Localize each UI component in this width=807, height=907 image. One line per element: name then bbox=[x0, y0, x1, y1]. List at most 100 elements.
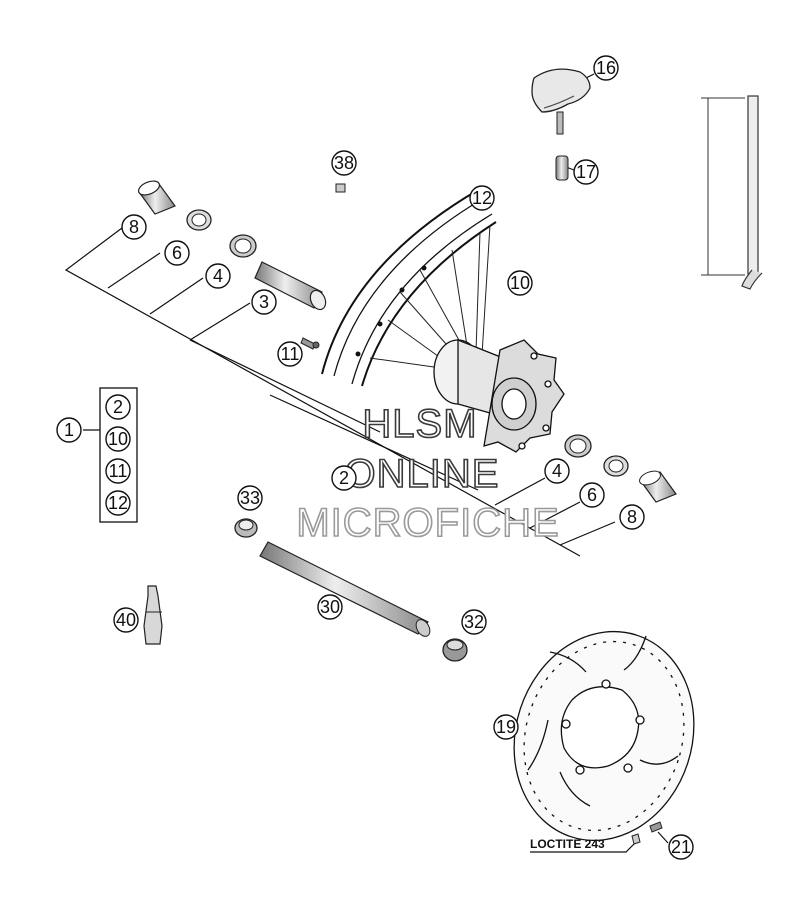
bearing-4-right bbox=[564, 434, 592, 458]
callout-circle bbox=[593, 55, 619, 81]
group-box-circle bbox=[105, 490, 131, 516]
callout-c12: 12 bbox=[469, 185, 495, 211]
callout-number: 3 bbox=[259, 292, 269, 312]
callout-number: 21 bbox=[671, 837, 691, 857]
callout-circle bbox=[205, 263, 231, 289]
callout-number: 17 bbox=[576, 162, 596, 182]
watermark-line-1: HLSM bbox=[362, 402, 477, 446]
dimension-tool bbox=[701, 95, 763, 290]
group-box-circle bbox=[105, 458, 131, 484]
callout-circle bbox=[331, 465, 357, 491]
callout-circle bbox=[469, 185, 495, 211]
valve-nut-17 bbox=[555, 155, 569, 181]
loctite-label: LOCTITE 243 bbox=[530, 837, 605, 851]
callout-c17: 17 bbox=[573, 159, 599, 185]
callout-c33: 33 bbox=[237, 485, 263, 511]
callout-circle bbox=[493, 714, 519, 740]
callout-circle bbox=[113, 607, 139, 633]
callout-c16: 16 bbox=[593, 55, 619, 81]
distance-tube-3 bbox=[254, 261, 327, 311]
callout-c4a: 4 bbox=[205, 263, 231, 289]
group-box-number: 10 bbox=[108, 429, 128, 449]
callout-number: 6 bbox=[172, 243, 182, 263]
axle-nut-32 bbox=[442, 638, 468, 662]
callout-c19: 19 bbox=[493, 714, 519, 740]
grease-tube-40 bbox=[143, 585, 163, 645]
callout-c1: 1 bbox=[56, 417, 82, 443]
nipple-11 bbox=[300, 337, 320, 350]
callout-circle bbox=[277, 341, 303, 367]
brake-disc-19 bbox=[513, 630, 695, 842]
group-box-item: 10 bbox=[105, 426, 131, 452]
seal-6-right bbox=[603, 455, 629, 477]
callout-circle bbox=[121, 214, 147, 240]
callout-circle bbox=[331, 150, 357, 176]
callout-c8a: 8 bbox=[121, 214, 147, 240]
callout-circle bbox=[507, 270, 533, 296]
group-box-number: 12 bbox=[108, 493, 128, 513]
callout-number: 12 bbox=[472, 188, 492, 208]
callout-circle bbox=[56, 417, 82, 443]
callout-circle bbox=[573, 159, 599, 185]
callout-number: 10 bbox=[510, 273, 530, 293]
group-box-item: 12 bbox=[105, 490, 131, 516]
callout-c11: 11 bbox=[277, 341, 303, 367]
group-box-number: 11 bbox=[109, 461, 128, 481]
watermark: HLSM ONLINE MICROFICHE bbox=[296, 401, 560, 546]
callout-number: 16 bbox=[596, 58, 616, 78]
callout-c40: 40 bbox=[113, 607, 139, 633]
callout-number: 2 bbox=[339, 468, 349, 488]
callout-c4b: 4 bbox=[544, 458, 570, 484]
callout-c3: 3 bbox=[251, 289, 277, 315]
callout-number: 33 bbox=[240, 488, 260, 508]
callout-circle bbox=[237, 485, 263, 511]
callout-number: 1 bbox=[64, 420, 74, 440]
callout-c6a: 6 bbox=[164, 240, 190, 266]
cap-33 bbox=[234, 518, 258, 538]
callout-circle bbox=[619, 504, 645, 530]
group-box-item: 11 bbox=[105, 458, 131, 484]
callout-number: 19 bbox=[496, 717, 516, 737]
leader-lines bbox=[64, 73, 669, 853]
callout-number: 40 bbox=[116, 610, 136, 630]
watermark-line-2: ONLINE bbox=[345, 452, 500, 496]
callout-number: 4 bbox=[552, 461, 562, 481]
spoke-wrench-38 bbox=[335, 183, 346, 193]
callout-circle bbox=[544, 458, 570, 484]
callout-number: 4 bbox=[213, 266, 223, 286]
rim-tape-16 bbox=[531, 68, 591, 135]
callout-c2: 2 bbox=[331, 465, 357, 491]
group-box-circle bbox=[105, 394, 131, 420]
callout-c8b: 8 bbox=[619, 504, 645, 530]
bearing-4-left bbox=[229, 234, 257, 258]
callout-circle bbox=[579, 482, 605, 508]
spacer-8-right bbox=[639, 470, 677, 503]
group-box-item: 2 bbox=[105, 394, 131, 420]
callout-number: 8 bbox=[627, 507, 637, 527]
group-box bbox=[99, 387, 138, 523]
callout-number: 6 bbox=[587, 485, 597, 505]
callout-number: 32 bbox=[464, 612, 484, 632]
callout-c38: 38 bbox=[331, 150, 357, 176]
callout-circle bbox=[668, 834, 694, 860]
callout-number: 8 bbox=[129, 217, 139, 237]
callout-number: 11 bbox=[281, 344, 300, 364]
callout-c32: 32 bbox=[461, 609, 487, 635]
wheel-hub-2 bbox=[433, 339, 565, 453]
callout-c6b: 6 bbox=[579, 482, 605, 508]
callout-c30: 30 bbox=[317, 594, 343, 620]
callout-c10: 10 bbox=[507, 270, 533, 296]
group-box-number: 2 bbox=[113, 397, 123, 417]
axle-30 bbox=[259, 541, 431, 637]
callout-number: 38 bbox=[334, 153, 354, 173]
watermark-line-3: MICROFICHE bbox=[296, 501, 559, 545]
spacer-8-left bbox=[137, 180, 176, 215]
callout-c21: 21 bbox=[668, 834, 694, 860]
disc-bolt-21 bbox=[631, 821, 663, 845]
callout-circle bbox=[251, 289, 277, 315]
group-box-circle bbox=[105, 426, 131, 452]
wheel-rim-12 bbox=[321, 189, 497, 387]
callout-number: 30 bbox=[320, 597, 340, 617]
